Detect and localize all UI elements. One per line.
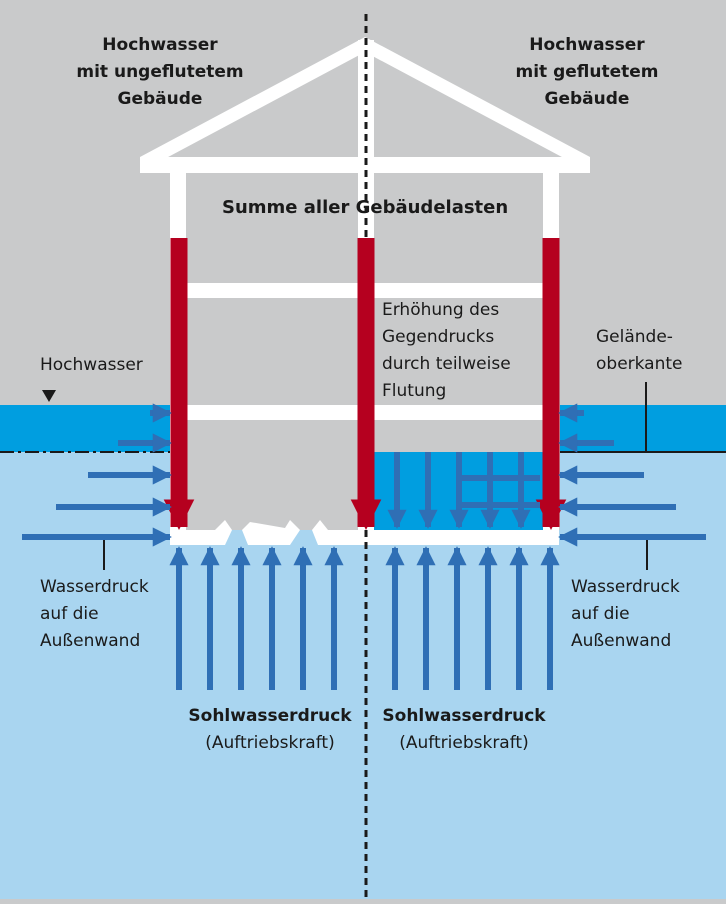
flood-label: Hochwasser [40,355,143,375]
uplift-sub-right: (Auftriebskraft) [399,733,529,753]
uplift-arrows-right [385,546,560,690]
uplift-title-left: Sohlwasserdruck [188,706,352,726]
slab-piece-2 [242,520,300,545]
uplift-sub-left: (Auftriebskraft) [205,733,335,753]
flood-level-marker [42,390,56,402]
uplift-label-left: Sohlwasserdruck (Auftriebskraft) [170,703,370,757]
uplift-title-right: Sohlwasserdruck [382,706,546,726]
slab-piece-1 [170,520,232,545]
ground-label: Gelände-oberkante [596,327,683,374]
wall-pressure-arrows-right [558,403,706,547]
uplift-arrows-left [169,546,344,690]
slab-piece-3 [312,520,366,545]
loads-label: Summe aller Gebäudelasten [222,197,509,218]
counter-pressure-arrows [387,452,540,529]
wall-pressure-arrows-left [22,403,172,547]
uplift-label-right: Sohlwasserdruck (Auftriebskraft) [364,703,564,757]
base-slab-right [366,530,559,545]
